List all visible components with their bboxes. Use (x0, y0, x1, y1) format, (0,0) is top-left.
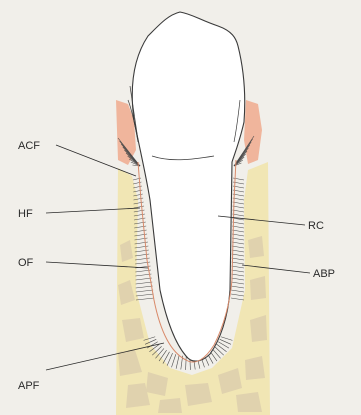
ligament-fiber (232, 246, 244, 248)
ligament-fiber (135, 250, 149, 252)
ligament-fiber (232, 250, 244, 252)
ligament-fiber (232, 266, 244, 268)
ligament-fiber (232, 242, 244, 244)
ligament-fiber-apical (217, 344, 227, 352)
label-abp: ABP (313, 268, 335, 280)
label-acf: ACF (18, 140, 40, 152)
ligament-fiber-apical (176, 355, 179, 369)
ligament-fiber (136, 286, 153, 288)
ligament-fiber (232, 230, 244, 232)
ligament-fiber (232, 238, 244, 240)
ligament-fiber (231, 274, 244, 276)
label-rc: RC (308, 220, 324, 232)
label-hf: HF (18, 208, 33, 220)
ligament-fiber (231, 298, 244, 300)
ligament-fiber (136, 278, 152, 280)
ligament-fiber (136, 290, 153, 292)
ligament-fiber (136, 294, 154, 296)
ligament-fiber-apical (186, 356, 187, 370)
ligament-fiber (232, 234, 244, 236)
label-of: OF (18, 257, 34, 269)
ligament-fiber (232, 258, 244, 260)
ligament-fiber (231, 294, 244, 296)
ligament-fiber (135, 254, 149, 256)
ligament-fiber (232, 226, 244, 228)
ligament-fiber (231, 286, 244, 288)
ligament-fiber (232, 262, 244, 264)
ligament-fiber-apical (172, 354, 176, 367)
ligament-fiber (231, 270, 244, 272)
label-apf: APF (18, 380, 40, 392)
ligament-fiber-apical (221, 337, 233, 341)
ligament-fiber (231, 278, 244, 280)
ligament-fiber (136, 298, 154, 300)
ligament-fiber-apical (214, 346, 223, 355)
gingiva-right (244, 100, 262, 164)
ligament-fiber (231, 290, 244, 292)
ligament-fiber (136, 282, 153, 284)
ligament-fiber (232, 222, 244, 224)
ligament-fiber (231, 282, 244, 284)
ligament-fiber (232, 254, 244, 256)
